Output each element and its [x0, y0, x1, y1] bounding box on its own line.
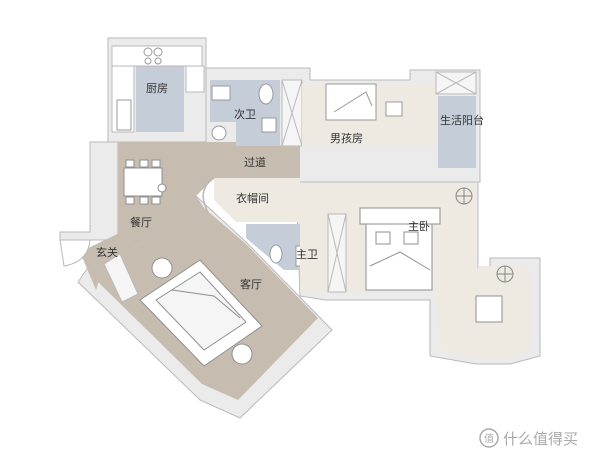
label-service-balcony: 生活阳台: [440, 113, 484, 127]
label-foyer: 玄关: [96, 245, 118, 259]
zhi-logo-icon: [479, 428, 499, 448]
master-bed-icon: [359, 207, 441, 291]
dining-table-icon: [123, 159, 167, 205]
label-master-bed: 主卧: [408, 220, 430, 233]
label-master-bath: 主卫: [296, 248, 318, 261]
boys-room-bed: [325, 83, 403, 121]
label-second-bath: 次卫: [234, 107, 256, 121]
stove-icon: [143, 47, 163, 65]
label-kitchen: 厨房: [146, 82, 168, 95]
label-dining: 餐厅: [130, 215, 152, 229]
label-living: 客厅: [240, 277, 262, 291]
wardrobe-strips: [281, 79, 303, 147]
watermark: 值 什么值得买: [479, 428, 578, 448]
service-balcony-floor: [438, 96, 476, 168]
cloakroom-floor: [214, 178, 300, 222]
plant-icon: [455, 187, 514, 283]
svg-text:值: 值: [484, 432, 494, 445]
master-wardrobe: [327, 213, 347, 293]
entry-cabinet: [103, 253, 139, 303]
watermark-text: 什么值得买: [503, 430, 578, 448]
kitchen-floor: [136, 66, 184, 132]
foyer-floor: [80, 196, 204, 290]
label-corridor: 过道: [244, 155, 266, 169]
sofa-icon: [139, 257, 263, 367]
label-cloakroom: 衣帽间: [236, 191, 269, 205]
label-boys-room: 男孩房: [330, 132, 363, 145]
